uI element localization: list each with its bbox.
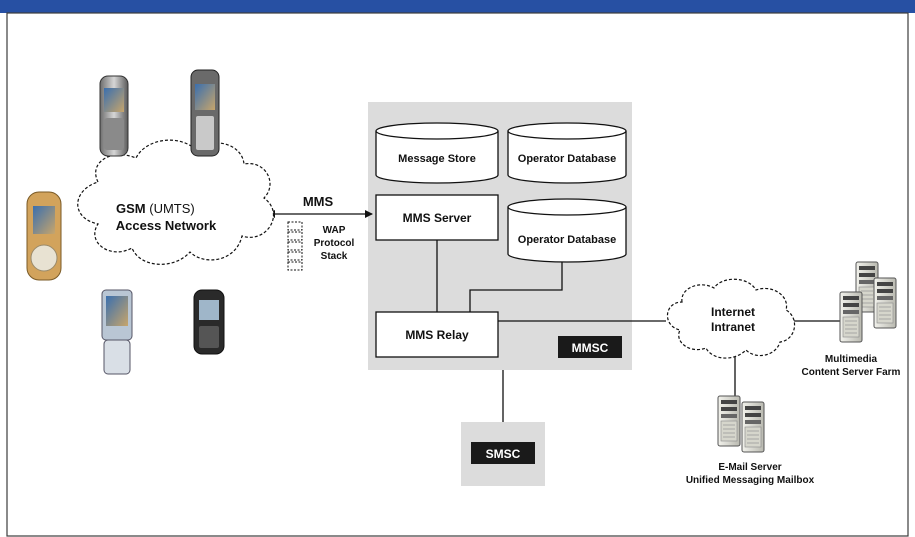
mobile-phone-icon-2 bbox=[190, 69, 220, 157]
wap-stack-label-1: WAP bbox=[323, 225, 346, 236]
content-server-farm-icon bbox=[839, 261, 897, 343]
mobile-phone-icon-4 bbox=[101, 289, 133, 375]
internet-cloud-icon bbox=[666, 278, 796, 359]
message-store-label: Message Store bbox=[398, 153, 476, 165]
operator-database-1-label: Operator Database bbox=[518, 153, 616, 165]
operator-database-2-icon bbox=[507, 198, 627, 263]
operator-database-1-icon bbox=[507, 122, 627, 184]
mobile-phone-icon-5 bbox=[193, 289, 225, 355]
wap-stack-label-2: Protocol bbox=[314, 238, 355, 249]
wap-stack-label-3: Stack bbox=[321, 251, 348, 262]
mms-relay-label: MMS Relay bbox=[405, 328, 469, 342]
mms-server-box bbox=[375, 194, 499, 241]
smsc-tag bbox=[471, 442, 535, 464]
top-bar bbox=[0, 0, 915, 13]
email-server-label-1: E-Mail Server bbox=[718, 462, 781, 473]
diagram-frame bbox=[6, 12, 909, 537]
mobile-phone-icon-3 bbox=[26, 191, 62, 281]
message-store-database-icon bbox=[375, 122, 499, 184]
access-network-label: Access Network bbox=[116, 218, 217, 233]
access-network-cloud-icon bbox=[77, 139, 275, 265]
intranet-label: Intranet bbox=[711, 320, 755, 334]
mms-server-label: MMS Server bbox=[403, 211, 472, 225]
svg-text:GSM (UMTS): GSM (UMTS) bbox=[116, 201, 195, 216]
operator-database-2-label: Operator Database bbox=[518, 234, 616, 246]
access-network-umts: (UMTS) bbox=[149, 201, 195, 216]
mmsc-tag bbox=[558, 336, 622, 358]
mms-link-label: MMS bbox=[303, 194, 334, 209]
mms-relay-box bbox=[375, 311, 499, 358]
internet-label: Internet bbox=[711, 305, 755, 319]
content-farm-label-2: Content Server Farm bbox=[802, 367, 901, 378]
protocol-stack-icon bbox=[287, 221, 303, 271]
link-relay-operator-database bbox=[469, 262, 563, 312]
email-server-icon bbox=[717, 395, 765, 453]
access-network-gsm: GSM bbox=[116, 201, 149, 216]
content-farm-label-1: Multimedia bbox=[825, 354, 878, 365]
smsc-label: SMSC bbox=[486, 447, 521, 461]
mmsc-label: MMSC bbox=[572, 341, 609, 355]
email-server-label-2: Unified Messaging Mailbox bbox=[686, 475, 815, 486]
mobile-phone-icon-1 bbox=[99, 75, 129, 157]
